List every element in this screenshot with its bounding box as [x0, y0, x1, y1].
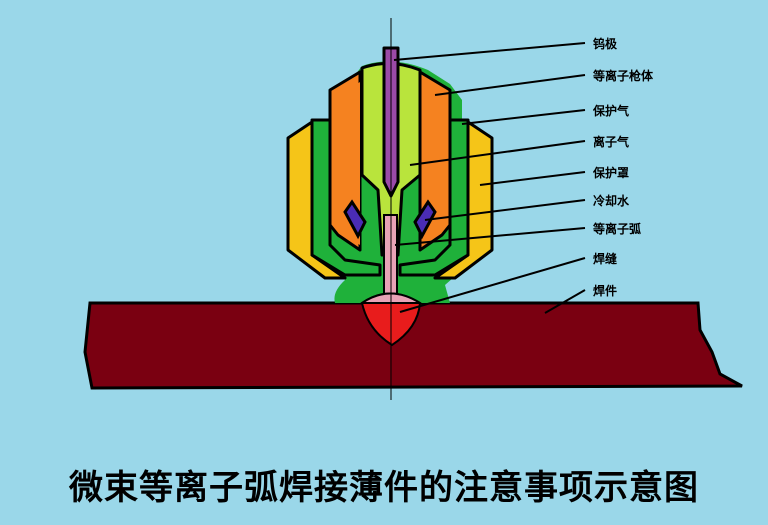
leader-lines: [393, 42, 586, 314]
label-tungsten: 钨极: [593, 36, 618, 51]
label-shield-gas: 保护气: [592, 103, 629, 118]
label-plasma-gas: 离子气: [593, 134, 629, 149]
cooling-water-left: [343, 199, 367, 240]
workpiece: [83, 301, 743, 390]
label-shield-cover: 保护罩: [592, 165, 629, 180]
label-weld-seam: 焊缝: [593, 251, 617, 266]
diagram-caption: 微束等离子弧焊接薄件的注意事项示意图: [69, 468, 699, 508]
label-plasma-arc: 等离子弧: [592, 221, 641, 236]
label-cooling-water: 冷却水: [593, 193, 630, 208]
label-torch-body: 等离子枪体: [592, 68, 654, 83]
label-workpiece: 焊件: [593, 283, 617, 298]
